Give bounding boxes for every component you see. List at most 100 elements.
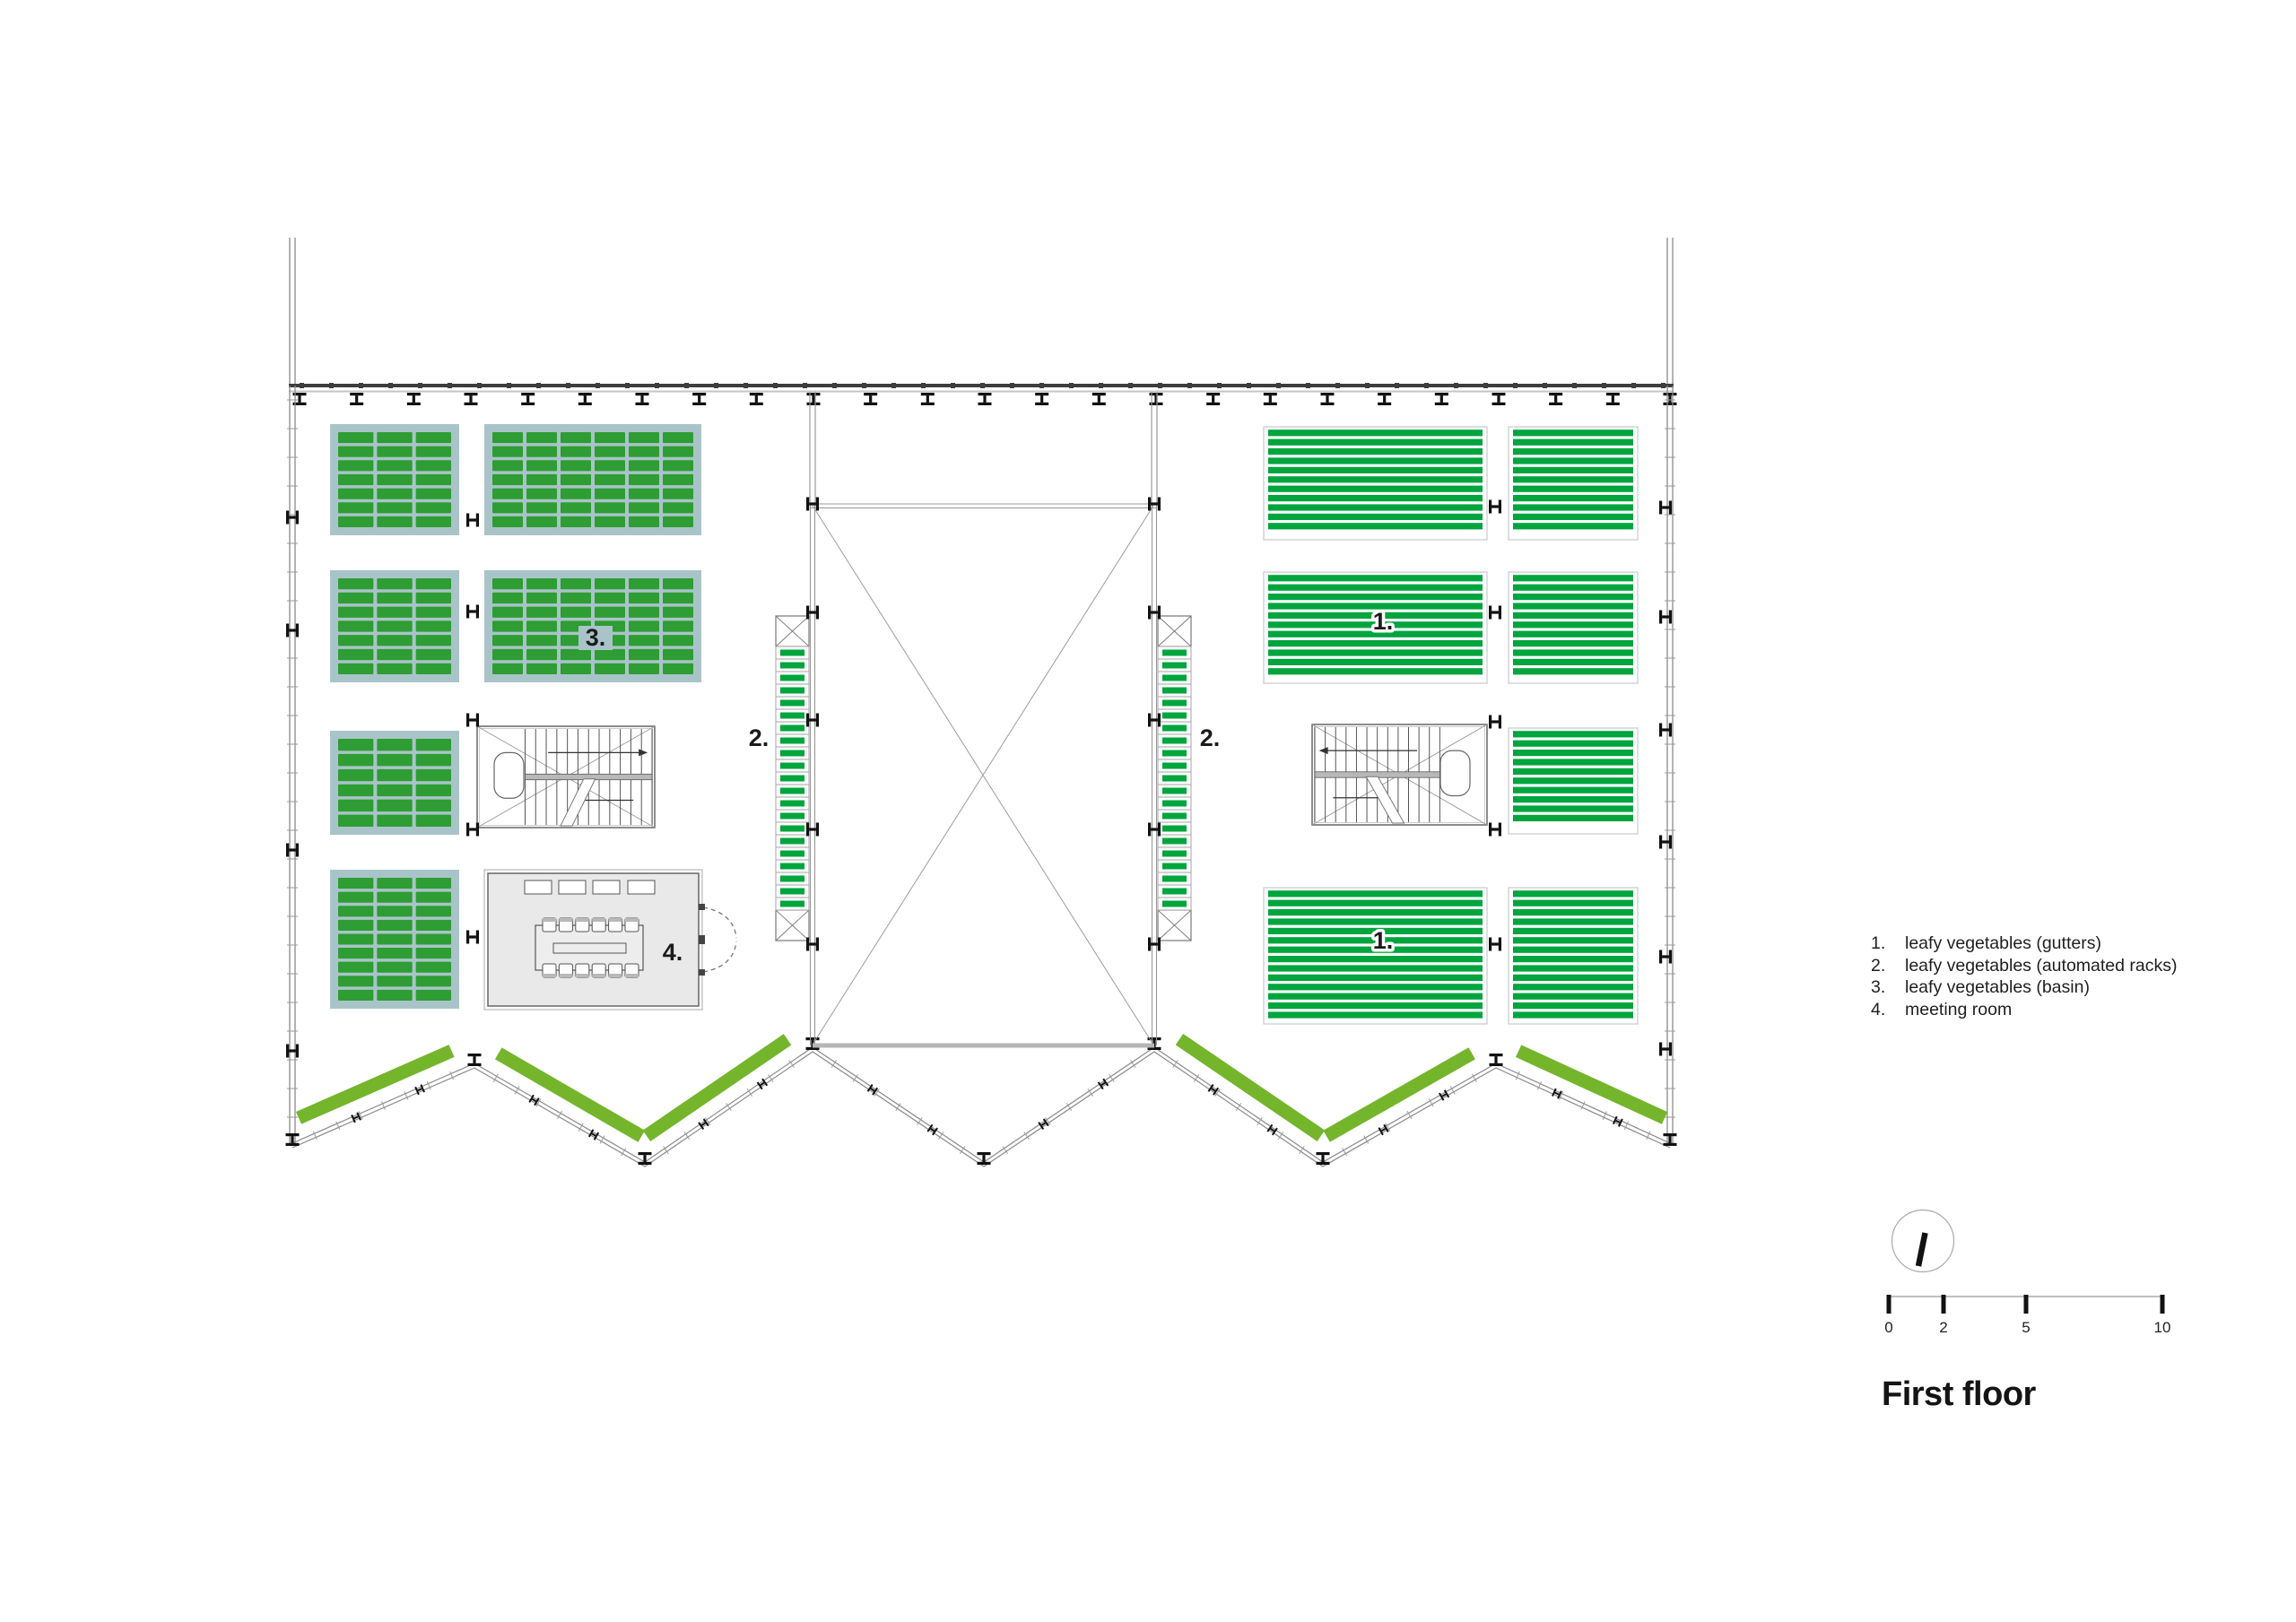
plan-line [1151, 611, 1158, 614]
basin-cell [561, 432, 591, 444]
staircase [476, 725, 656, 828]
basin-cell [561, 516, 591, 527]
basin-cell [526, 488, 557, 499]
h-column-icon [1489, 499, 1501, 514]
basin-cell [338, 753, 374, 767]
basin-cell [561, 606, 591, 618]
i-beam-column-icon [756, 1078, 769, 1090]
plan-line [982, 1155, 986, 1162]
basin-cell [338, 976, 374, 987]
basin-cell [377, 906, 413, 917]
plan-line [1042, 1118, 1049, 1127]
basin-cell [663, 432, 693, 444]
plan-line [756, 1081, 763, 1090]
basin-cell [663, 620, 693, 632]
gutter-row [1268, 575, 1483, 582]
gutter-row [1268, 504, 1483, 511]
gutter-row [1513, 630, 1633, 638]
basin-cell [377, 753, 413, 767]
rack-crop-bar [1162, 649, 1187, 656]
plan-line [1552, 1088, 1557, 1097]
mullion-tick [477, 383, 482, 388]
i-beam-column-icon [749, 393, 763, 405]
gutter-row [1268, 946, 1483, 953]
h-column-icon [466, 822, 479, 837]
mullion-tick [744, 383, 748, 388]
rack-crop-bar [1162, 712, 1187, 719]
facade-tick [852, 1074, 858, 1082]
basin-cell [377, 592, 413, 604]
gutter-row [1513, 603, 1633, 610]
plan-line [809, 718, 816, 722]
basin-cell [338, 516, 374, 527]
gutter-block [1508, 426, 1639, 541]
plan-line [351, 1115, 356, 1123]
mullion-tick [1217, 383, 1222, 388]
basin-cell [629, 592, 659, 604]
basin-cell [338, 606, 374, 618]
label-racks-left: 2. [749, 724, 770, 751]
rack-crop-bar [780, 850, 804, 857]
h-column-icon [1659, 500, 1672, 515]
gutter-row [1513, 777, 1633, 785]
plan-line [1320, 393, 1335, 396]
plan-line [815, 713, 819, 727]
plan-number-labels: 1. 1. 2. 2. 3. 4. [578, 605, 1396, 966]
plan-line [467, 1063, 482, 1066]
plan-line [806, 393, 821, 396]
facade-tick [1602, 1111, 1607, 1120]
facade-tick [895, 1103, 901, 1111]
cabinet [524, 880, 552, 895]
plan-line [350, 402, 364, 405]
plan-line [475, 513, 479, 527]
i-beam-column-icon [1612, 1115, 1623, 1127]
mullion-tick [1128, 383, 1133, 388]
plan-line [292, 393, 307, 396]
plan-line [1489, 499, 1492, 514]
plan-line [872, 1087, 879, 1096]
gutter-row [1513, 640, 1633, 647]
plan-line [1659, 610, 1663, 624]
plan-line [1554, 395, 1558, 403]
plan-line [475, 930, 479, 944]
planter-bar [295, 1045, 455, 1124]
basin-cell [663, 648, 693, 661]
facade-tick [874, 1089, 880, 1097]
mullion-tick [566, 383, 570, 388]
plan-line [289, 1049, 296, 1053]
facade-tick [621, 1148, 627, 1157]
facade-tick [1515, 1071, 1520, 1080]
plan-line [1549, 393, 1563, 396]
legend-item-number: 1. [1871, 933, 1886, 953]
gutter-row [1513, 575, 1633, 582]
plan-line [978, 402, 992, 405]
basin-cell [663, 663, 693, 674]
i-beam-column-icon [926, 1123, 938, 1136]
plan-line [1489, 937, 1492, 951]
gutter-row [1513, 814, 1633, 821]
column-symbols [286, 497, 1672, 1058]
plan-line [583, 395, 587, 403]
plan-line [466, 822, 470, 837]
plan-line [760, 1081, 765, 1087]
gutter-row [1513, 523, 1633, 530]
rack-crop-bar [780, 712, 804, 719]
basin-cell [595, 663, 625, 674]
basin-cell [595, 502, 625, 514]
basin-cell [377, 473, 413, 486]
basin-cell [526, 516, 557, 527]
facade-tick [1428, 1098, 1434, 1107]
basin-cell [377, 488, 413, 499]
gutter-row [1268, 429, 1483, 437]
h-column-icon [1489, 715, 1501, 729]
basin-cell [338, 989, 374, 1001]
rack-crop-bar [1162, 762, 1187, 769]
label-basin-backdrop [578, 626, 613, 650]
plan-line [1148, 822, 1152, 837]
planter-bar [1323, 1047, 1475, 1142]
plan-line [926, 395, 929, 403]
facade-tick [1277, 1132, 1284, 1140]
gutter-row [1268, 984, 1483, 991]
scale-bar: 0 2 5 10 [1880, 1295, 2185, 1349]
plan-line [1494, 1056, 1498, 1063]
